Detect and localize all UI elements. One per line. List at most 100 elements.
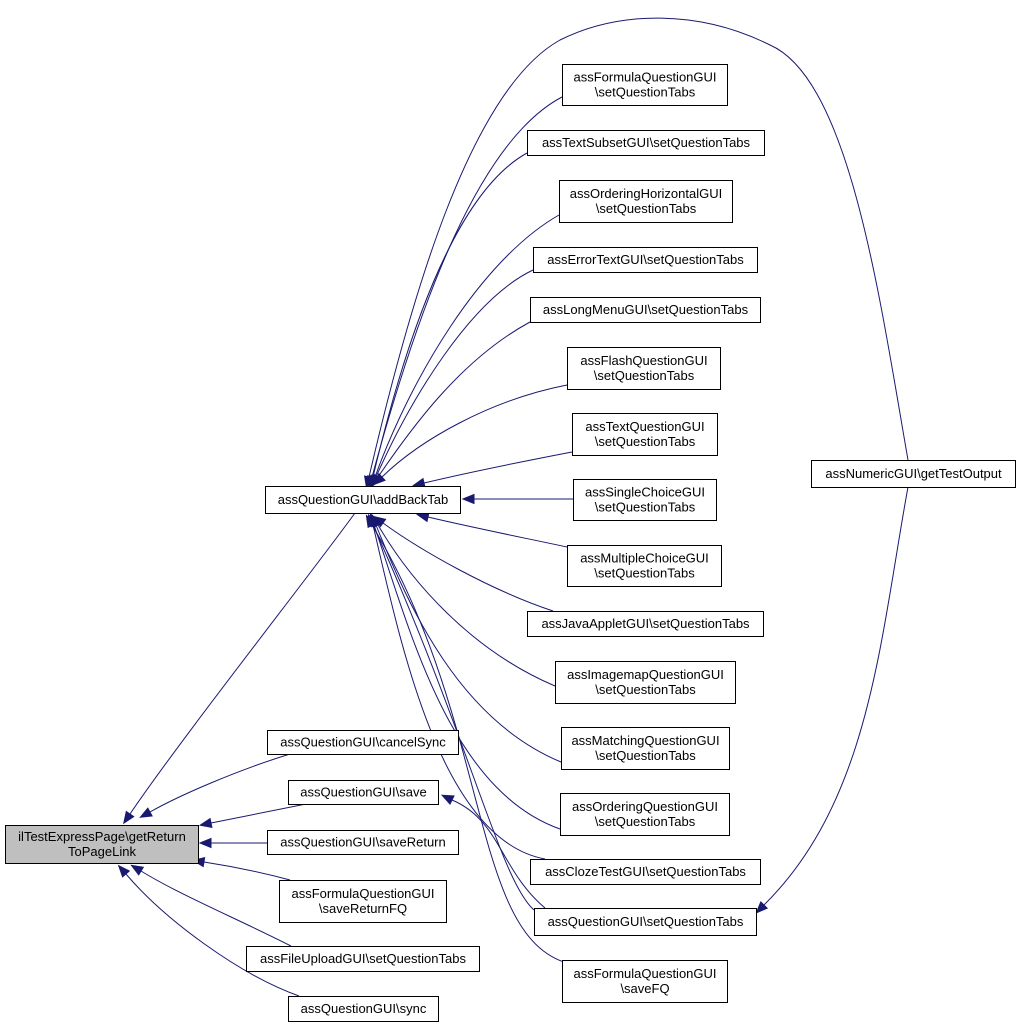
node-orderingQuestionSetTabs[interactable]: assOrderingQuestionGUI\setQuestionTabs (560, 793, 730, 836)
node-label-line: \setQuestionTabs (594, 368, 695, 383)
edge-errorTextSetTabs-to-addBackTab (370, 269, 534, 489)
node-orderingHorizontalSetTabs[interactable]: assOrderingHorizontalGUI\setQuestionTabs (559, 180, 733, 223)
node-saveReturn[interactable]: assQuestionGUI\saveReturn (267, 830, 459, 855)
edge-line (423, 451, 573, 484)
node-box (572, 413, 718, 456)
edge-line (377, 321, 531, 478)
edge-line (372, 524, 546, 860)
node-textSubsetSetTabs[interactable]: assTextSubsetGUI\setQuestionTabs (527, 130, 765, 156)
edge-line (149, 753, 291, 813)
node-errorTextSetTabs[interactable]: assErrorTextGUI\setQuestionTabs (533, 247, 758, 273)
edge-singleChoiceSetTabs-to-addBackTab (461, 493, 573, 505)
edge-line (382, 522, 554, 612)
edge-arrowhead (198, 817, 213, 829)
edge-arrowhead (198, 837, 212, 849)
node-label-line: assQuestionGUI\sync (301, 1001, 427, 1016)
node-label-line: assQuestionGUI\addBackTab (278, 492, 449, 507)
edge-saveFQ-to-addBackTab (365, 514, 565, 963)
node-box (560, 793, 730, 836)
node-label-line: assTextSubsetGUI\setQuestionTabs (542, 135, 751, 150)
edge-fileUploadSetTabs-to-getReturnToPageLink (130, 864, 292, 947)
edge-line (374, 214, 560, 478)
node-singleChoiceSetTabs[interactable]: assSingleChoiceGUI\setQuestionTabs (573, 479, 717, 521)
edge-line (381, 384, 568, 478)
node-longMenuSetTabs[interactable]: assLongMenuGUI\setQuestionTabs (530, 297, 761, 323)
edge-line (375, 269, 534, 478)
edge-arrowhead (365, 514, 377, 529)
node-clozeSetTabs[interactable]: assClozeTestGUI\setQuestionTabs (530, 859, 761, 885)
edge-addBackTab-to-getReturnToPageLink (123, 512, 356, 825)
node-label-line: assMultipleChoiceGUI (580, 551, 709, 566)
edge-questionSetTabs-to-save (440, 794, 546, 909)
edge-line (203, 861, 291, 881)
node-label-line: assFormulaQuestionGUI (573, 966, 716, 981)
node-label-line: assTextQuestionGUI (585, 419, 704, 434)
node-box (246, 946, 480, 972)
node-box (288, 780, 439, 805)
node-label-line: assNumericGUI\getTestOutput (825, 466, 1002, 481)
node-label-line: ToPageLink (68, 844, 136, 859)
node-box (267, 830, 459, 855)
edge-arrowhead (363, 475, 375, 489)
node-box (534, 908, 757, 936)
node-flashSetTabs[interactable]: assFlashQuestionGUI\setQuestionTabs (567, 347, 721, 390)
edges-layer (117, 17, 909, 997)
edge-line (368, 17, 909, 478)
node-label-line: \saveReturnFQ (319, 901, 407, 916)
node-save[interactable]: assQuestionGUI\save (288, 780, 439, 805)
edge-line (372, 524, 535, 911)
node-label-line: assOrderingHorizontalGUI (570, 186, 722, 201)
edge-cancelSync-to-getReturnToPageLink (139, 753, 291, 818)
node-label-line: \setQuestionTabs (594, 566, 695, 581)
node-cancelSync[interactable]: assQuestionGUI\cancelSync (267, 730, 459, 755)
edge-line (427, 516, 568, 548)
node-saveFQ[interactable]: assFormulaQuestionGUI\saveFQ (562, 960, 728, 1003)
node-box (533, 247, 758, 273)
edge-multipleChoiceSetTabs-to-addBackTab (416, 511, 568, 548)
edge-line (373, 524, 561, 830)
edge-javaAppletSetTabs-to-addBackTab (372, 515, 554, 612)
node-sync[interactable]: assQuestionGUI\sync (288, 996, 439, 1022)
node-label-line: \setQuestionTabs (595, 434, 696, 449)
node-label-line: \setQuestionTabs (595, 500, 696, 515)
node-label-line: assFormulaQuestionGUI (291, 886, 434, 901)
node-box (265, 486, 461, 514)
node-label-line: \setQuestionTabs (595, 748, 696, 763)
node-label-line: assOrderingQuestionGUI (572, 799, 718, 814)
node-box (530, 859, 761, 885)
node-javaAppletSetTabs[interactable]: assJavaAppletGUI\setQuestionTabs (527, 611, 764, 637)
node-getTestOutput[interactable]: assNumericGUI\getTestOutput (811, 460, 1016, 488)
node-label-line: assQuestionGUI\setQuestionTabs (548, 914, 744, 929)
edge-arrowhead (372, 472, 386, 486)
edge-textQuestionSetTabs-to-addBackTab (412, 451, 573, 489)
node-label-line: assMatchingQuestionGUI (571, 733, 719, 748)
edge-saveReturnFQ-to-getReturnToPageLink (191, 856, 291, 881)
node-multipleChoiceSetTabs[interactable]: assMultipleChoiceGUI\setQuestionTabs (567, 545, 722, 587)
node-box (561, 727, 730, 770)
edge-arrowhead (461, 493, 475, 505)
node-label-line: \saveFQ (620, 981, 669, 996)
node-box (527, 130, 765, 156)
node-matchingSetTabs[interactable]: assMatchingQuestionGUI\setQuestionTabs (561, 727, 730, 770)
node-label-line: assQuestionGUI\save (300, 785, 426, 800)
node-label-line: ilTestExpressPage\getReturn (18, 829, 186, 844)
node-saveReturnFQ[interactable]: assFormulaQuestionGUI\saveReturnFQ (279, 880, 447, 923)
node-addBackTab[interactable]: assQuestionGUI\addBackTab (265, 486, 461, 514)
node-fileUploadSetTabs[interactable]: assFileUploadGUI\setQuestionTabs (246, 946, 480, 972)
node-questionSetTabs[interactable]: assQuestionGUI\setQuestionTabs (534, 908, 757, 936)
edge-arrowhead (440, 794, 455, 805)
node-box (555, 661, 736, 704)
node-label-line: assLongMenuGUI\setQuestionTabs (543, 302, 749, 317)
node-label-line: assFileUploadGUI\setQuestionTabs (260, 951, 466, 966)
node-textQuestionSetTabs[interactable]: assTextQuestionGUI\setQuestionTabs (572, 413, 718, 456)
node-imagemapSetTabs[interactable]: assImagemapQuestionGUI\setQuestionTabs (555, 661, 736, 704)
edge-arrowhead (117, 864, 131, 878)
node-formulaSetTabs[interactable]: assFormulaQuestionGUI\setQuestionTabs (562, 64, 728, 106)
edge-flashSetTabs-to-addBackTab (372, 384, 568, 486)
edge-line (451, 799, 546, 909)
edge-line (140, 870, 292, 947)
node-box (530, 297, 761, 323)
